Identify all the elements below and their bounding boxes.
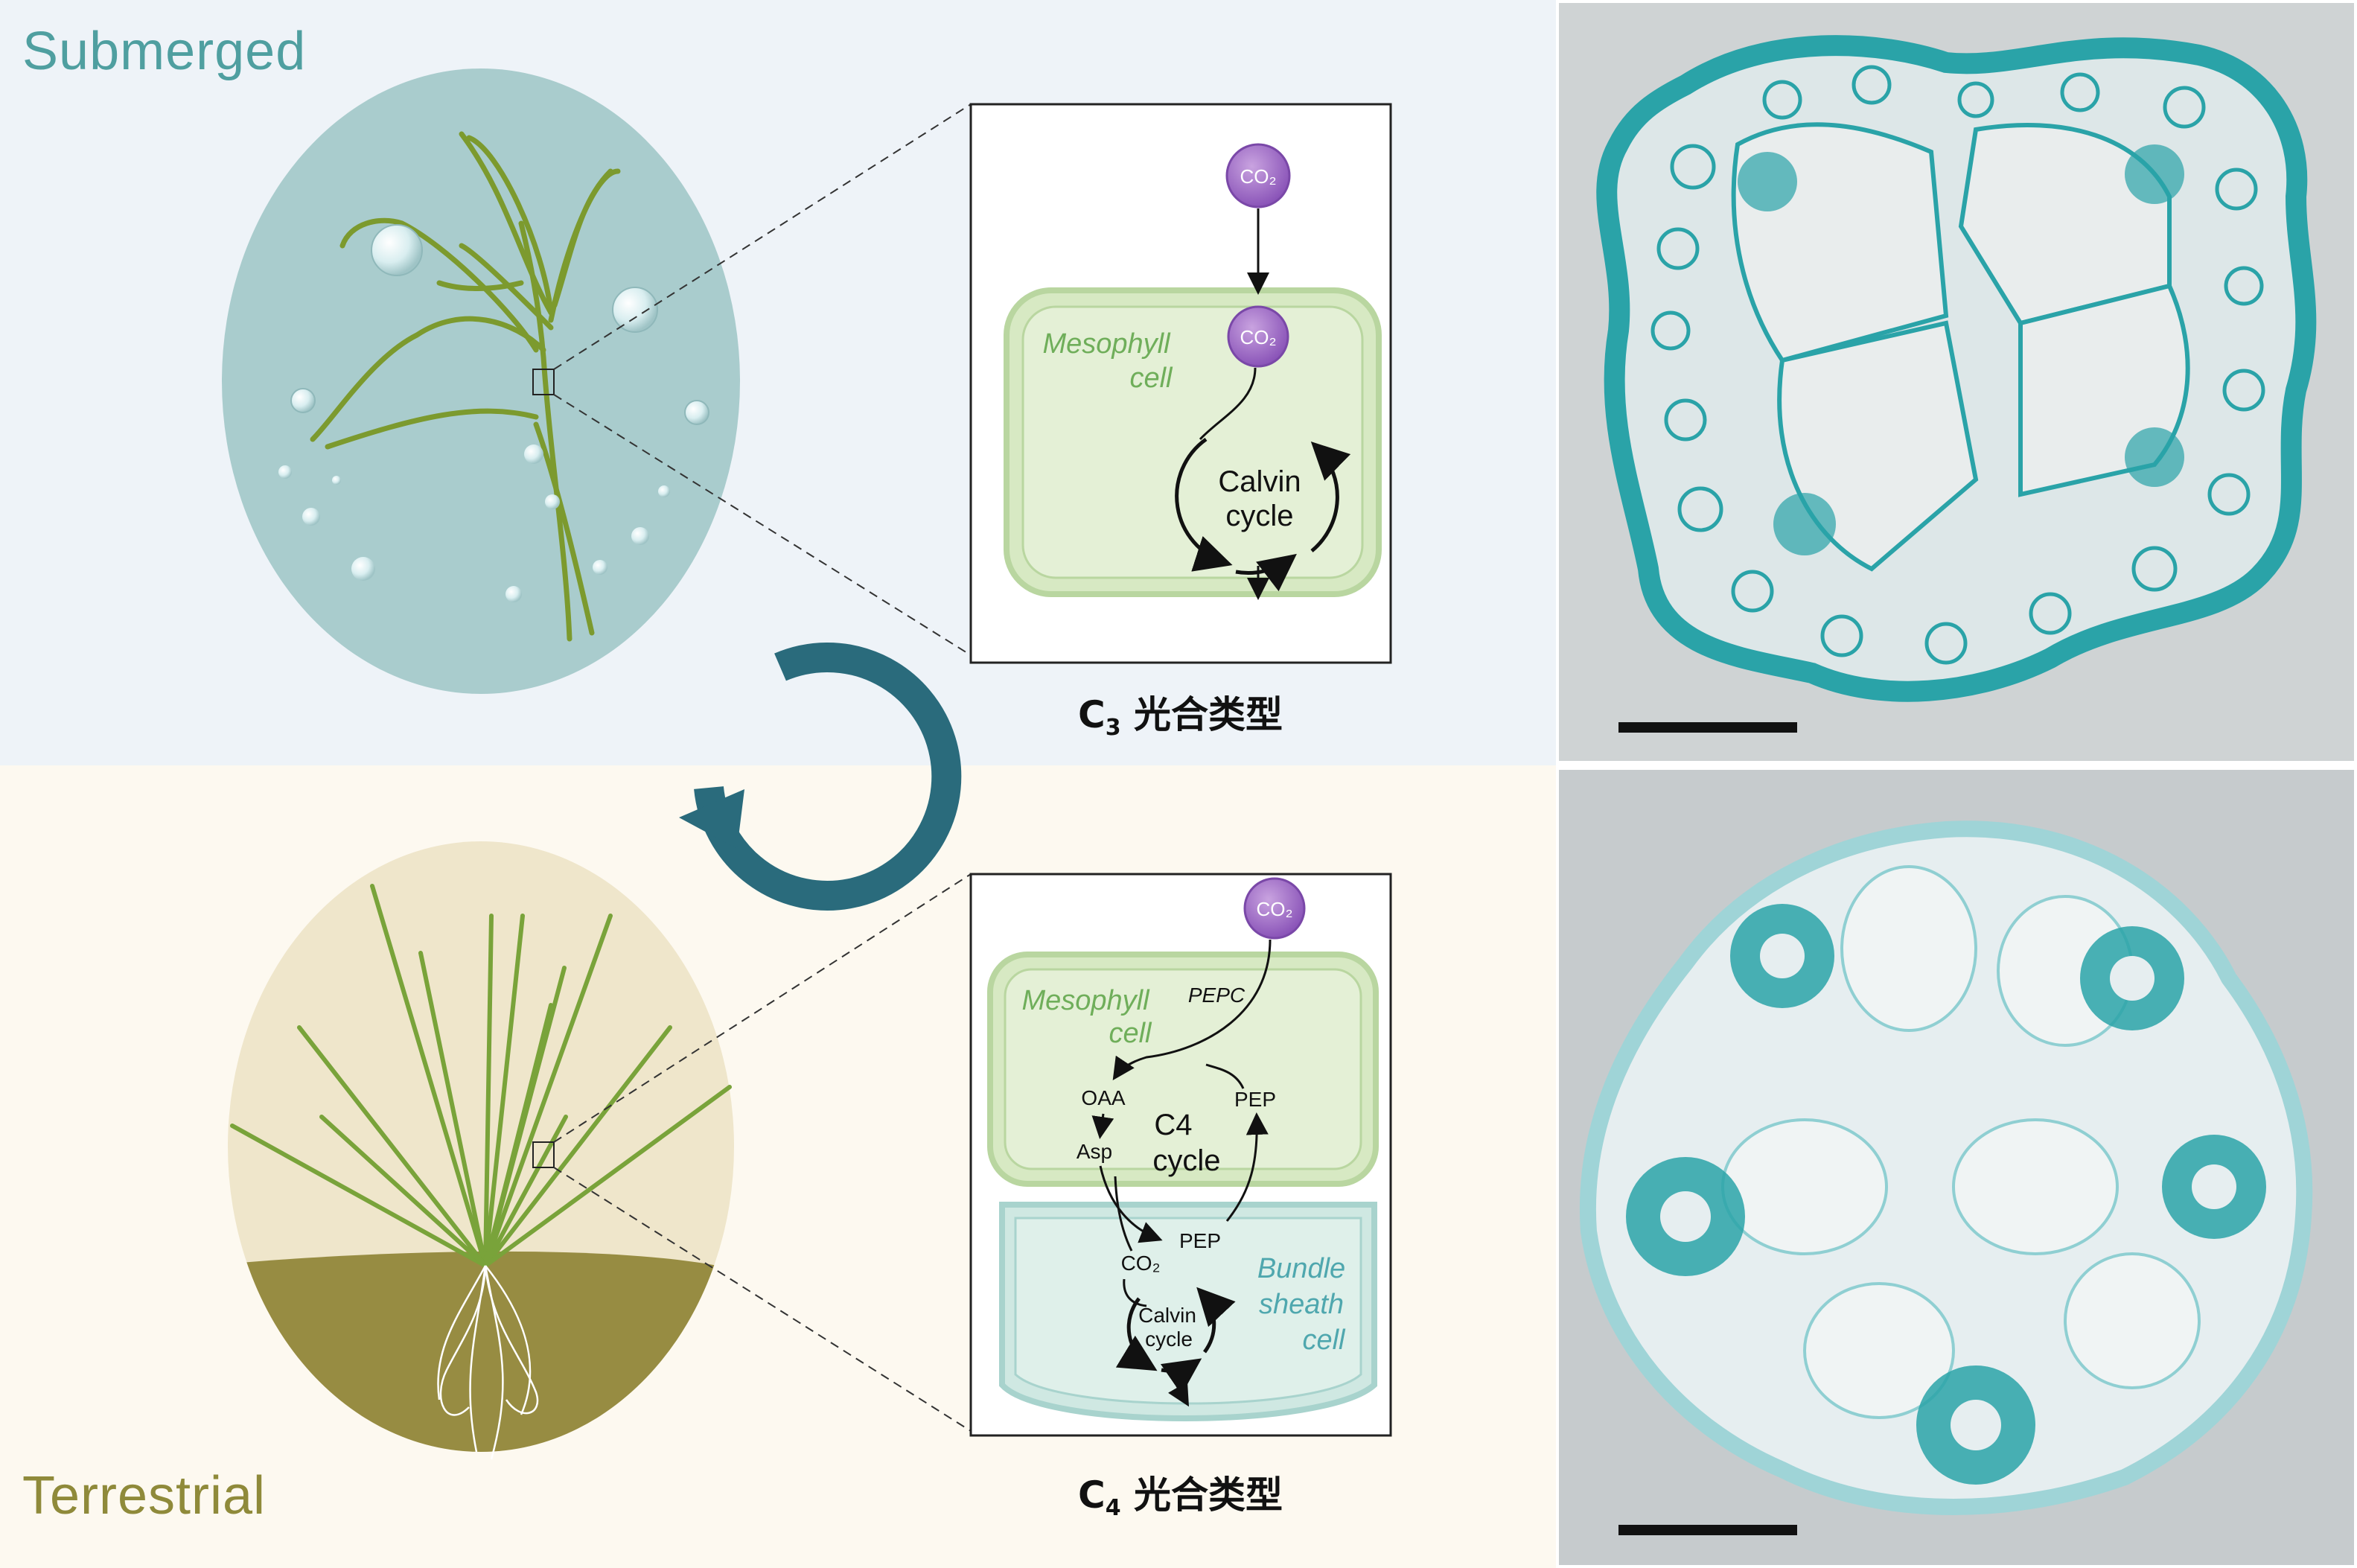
- submerged-cross-section-micrograph: [1559, 3, 2354, 761]
- c3-panel: CO₂ CO₂ Mesophyll cell Calvin cycle: [969, 103, 1392, 664]
- zoom-box-top: [532, 369, 555, 395]
- terrestrial-label: Terrestrial: [22, 1466, 267, 1526]
- svg-text:C4: C4: [1154, 1109, 1192, 1141]
- c3-co2-outer-icon: [1225, 143, 1291, 208]
- c4-caption: C4 光合类型: [1078, 1473, 1283, 1521]
- submerged-plant-illustration: [222, 68, 972, 694]
- svg-text:Asp: Asp: [1077, 1140, 1112, 1163]
- svg-text:CO₂: CO₂: [1240, 165, 1276, 188]
- scale-bar-bottom: [1618, 1525, 1797, 1535]
- scale-bar-top: [1618, 722, 1797, 733]
- water-ellipse: [222, 68, 740, 694]
- zoom-box-bottom: [532, 1141, 555, 1168]
- water-bubbles: [278, 224, 709, 602]
- c3-co2-inner-icon: [1227, 305, 1289, 368]
- terrestrial-cross-section-micrograph: [1559, 770, 2354, 1565]
- svg-text:PEP: PEP: [1234, 1088, 1276, 1111]
- svg-text:cycle: cycle: [1145, 1328, 1193, 1351]
- c4-panel: CO₂ Mesophyll cell PEPC OAA PEP Asp C4 c…: [969, 873, 1392, 1437]
- c3-calvin-label: Calvin: [1218, 465, 1301, 498]
- svg-text:cycle: cycle: [1152, 1144, 1220, 1177]
- svg-text:cycle: cycle: [1225, 500, 1293, 532]
- roots: [437, 1265, 539, 1460]
- svg-text:Calvin: Calvin: [1138, 1304, 1196, 1327]
- svg-text:cell: cell: [1302, 1325, 1346, 1356]
- svg-text:PEP: PEP: [1179, 1229, 1221, 1252]
- svg-text:cell: cell: [1109, 1018, 1152, 1049]
- svg-text:CO₂: CO₂: [1256, 898, 1292, 920]
- terrestrial-plant: [230, 884, 732, 1268]
- svg-text:sheath: sheath: [1259, 1289, 1344, 1320]
- c3-mesophyll-label: Mesophyll: [1042, 328, 1171, 360]
- c4-co2-outer-icon: [1243, 877, 1306, 940]
- svg-text:CO₂: CO₂: [1240, 326, 1276, 348]
- svg-text:OAA: OAA: [1081, 1086, 1125, 1109]
- submerged-plant: [310, 131, 621, 642]
- svg-text:CO₂: CO₂: [1121, 1252, 1161, 1275]
- svg-text:cell: cell: [1129, 363, 1173, 394]
- terrestrial-plant-illustration: [228, 841, 972, 1460]
- svg-text:PEPC: PEPC: [1188, 984, 1246, 1007]
- svg-text:Mesophyll: Mesophyll: [1021, 985, 1150, 1016]
- c3-caption: C3 光合类型: [1078, 693, 1283, 741]
- cycle-arrow: [679, 642, 962, 911]
- svg-text:Bundle: Bundle: [1257, 1253, 1345, 1284]
- submerged-label: Submerged: [22, 22, 307, 81]
